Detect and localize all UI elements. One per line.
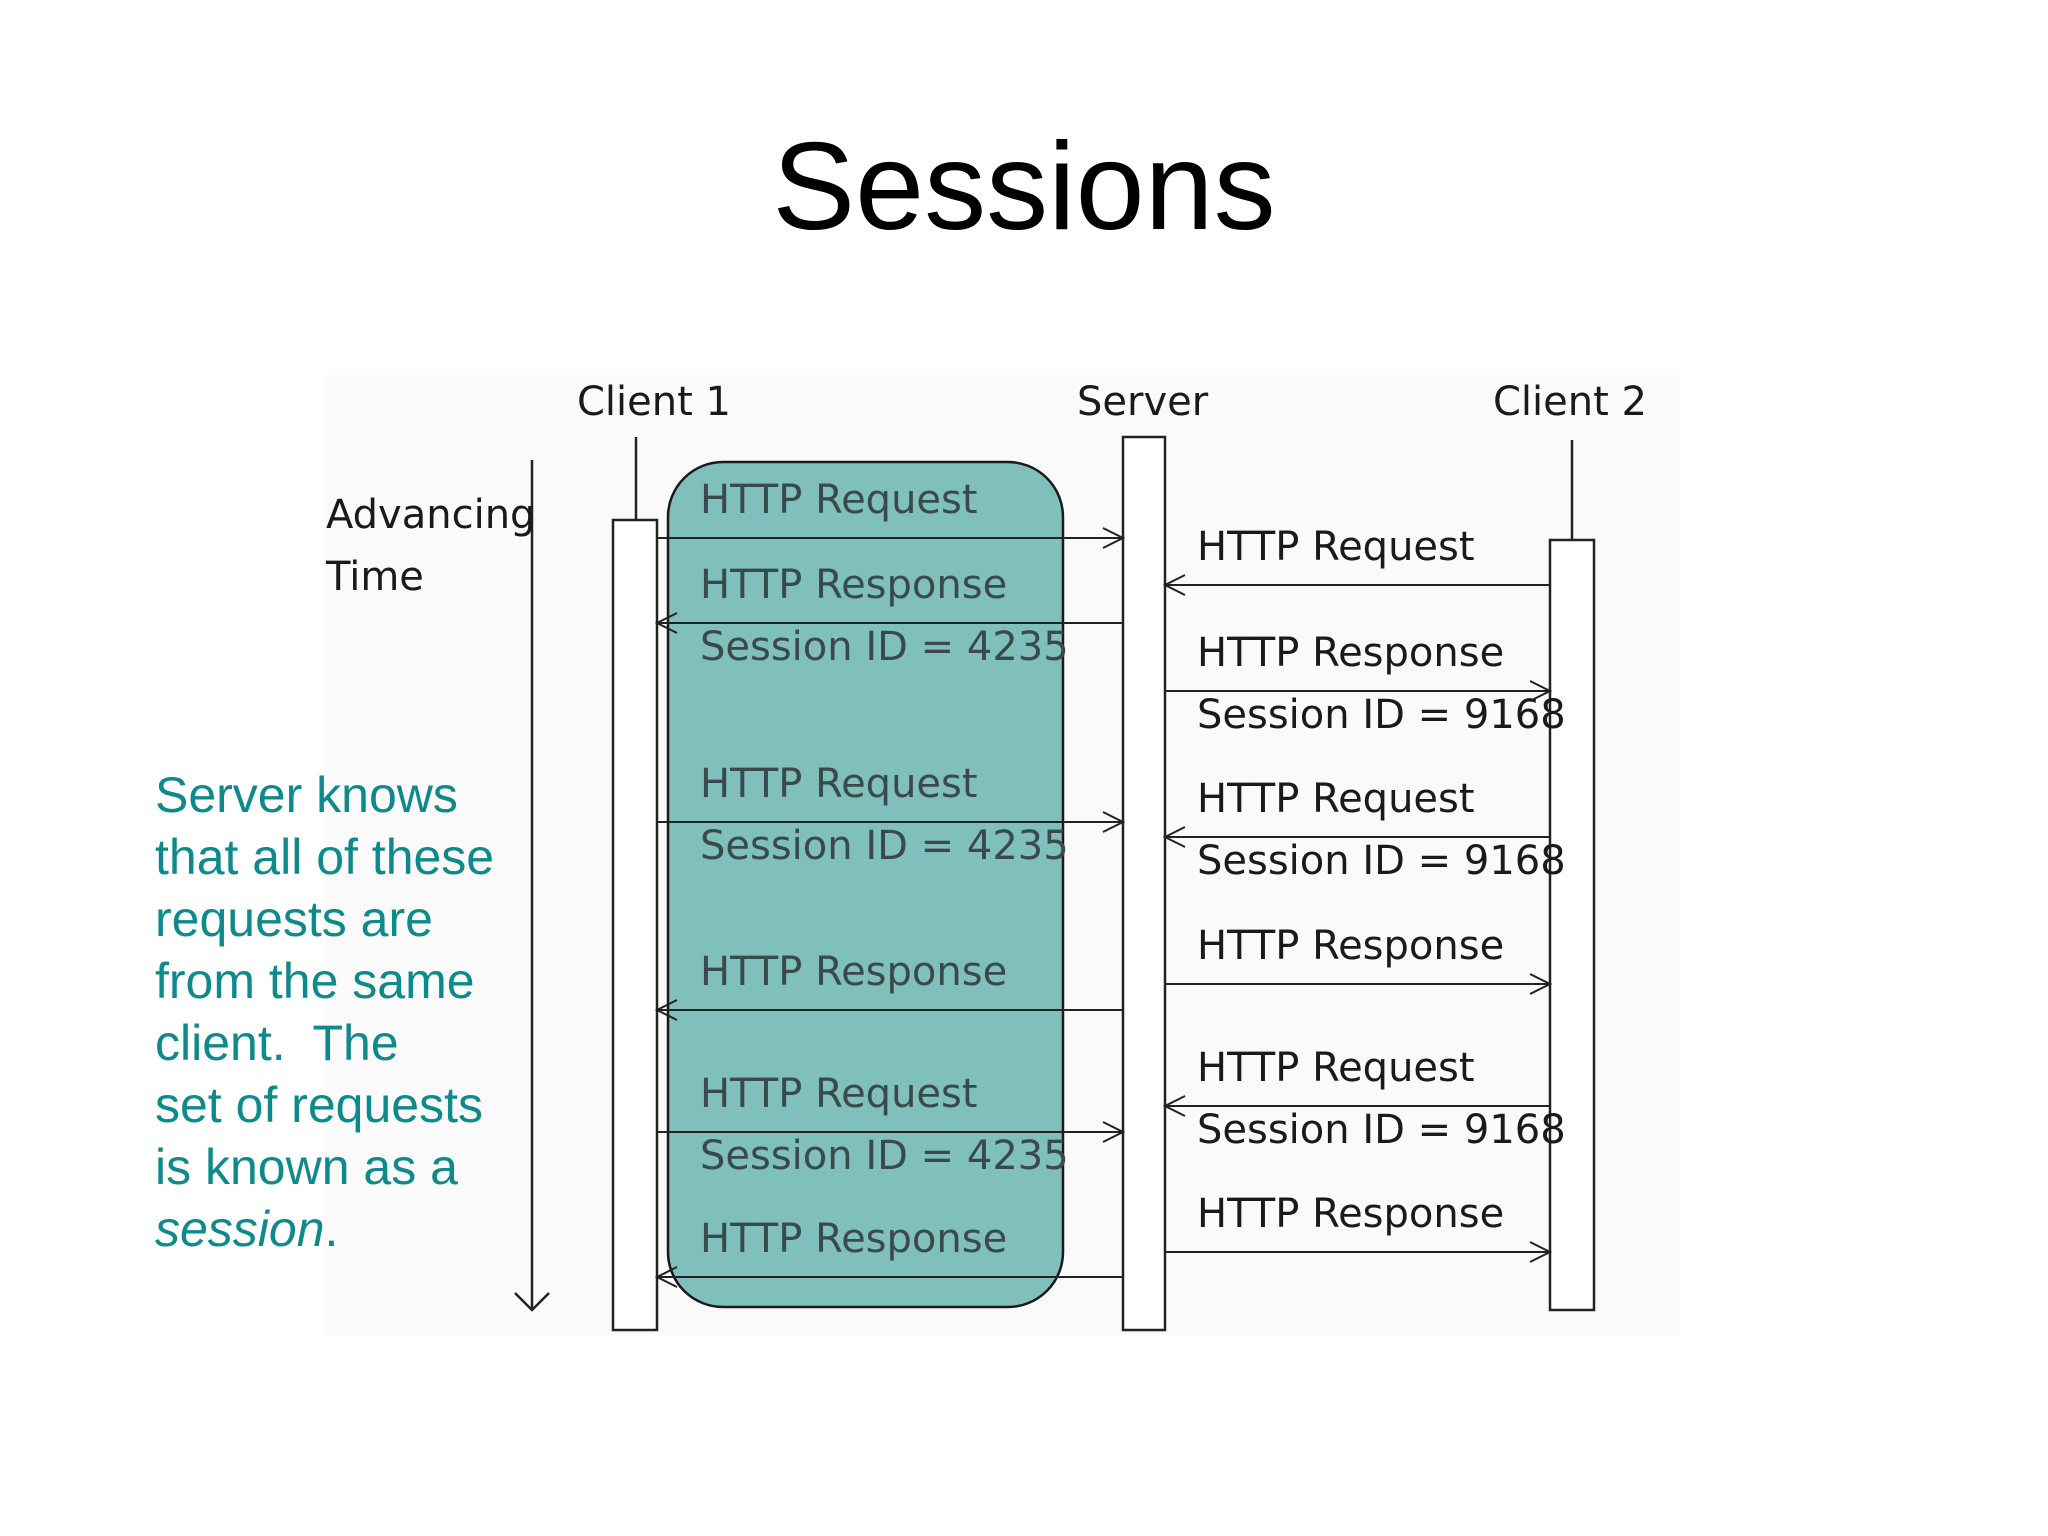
message-session-id-label: Session ID = 9168: [1197, 692, 1566, 738]
note-line: client. The: [155, 1015, 399, 1071]
message-label: HTTP Request: [1197, 524, 1475, 570]
slide-title: Sessions: [772, 118, 1276, 256]
time-axis-label-line2: Time: [325, 554, 424, 600]
message-label: HTTP Request: [700, 761, 978, 807]
note-line: from the same: [155, 953, 475, 1009]
lifeline-client1: Client 1: [577, 379, 731, 1332]
message-label: HTTP Response: [1197, 1191, 1504, 1237]
message-label: HTTP Response: [700, 1216, 1007, 1262]
note-period: .: [324, 1201, 339, 1257]
message-label: HTTP Response: [1197, 630, 1504, 676]
note-line-last: session.: [155, 1198, 575, 1260]
lifeline-server: Server: [1077, 379, 1209, 1332]
time-axis: Advancing Time: [325, 460, 550, 1312]
note-line: Server knows: [155, 767, 458, 823]
lifeline-client2: Client 2: [1493, 379, 1647, 1312]
message-session-id-label: Session ID = 9168: [1197, 838, 1566, 884]
session-highlight: [666, 460, 1065, 1309]
message-label: HTTP Request: [700, 1071, 978, 1117]
note-line: set of requests: [155, 1077, 483, 1133]
session-explanation-note: Server knows that all of these requests …: [155, 764, 575, 1260]
note-line: requests are: [155, 891, 433, 947]
message-label: HTTP Request: [1197, 1045, 1475, 1091]
lane-label-client1: Client 1: [577, 379, 731, 425]
lane-label-client2: Client 2: [1493, 379, 1647, 425]
note-session-term: session: [155, 1201, 325, 1257]
message-label: HTTP Response: [1197, 923, 1504, 969]
message-session-id-label: Session ID = 9168: [1197, 1107, 1566, 1153]
message-label: HTTP Request: [700, 477, 978, 523]
message-label: HTTP Request: [1197, 776, 1475, 822]
message-session-id-label: Session ID = 4235: [700, 1133, 1069, 1179]
message-label: HTTP Response: [700, 949, 1007, 995]
note-line: that all of these: [155, 829, 495, 885]
message-label: HTTP Response: [700, 562, 1007, 608]
lane-label-server: Server: [1077, 379, 1209, 425]
message-session-id-label: Session ID = 4235: [700, 823, 1069, 869]
time-axis-label-line1: Advancing: [326, 492, 535, 538]
sequence-diagram: Advancing Time Client 1 Server Client 2 …: [325, 375, 1680, 1335]
message-session-id-label: Session ID = 4235: [700, 624, 1069, 670]
note-line: is known as a: [155, 1139, 458, 1195]
